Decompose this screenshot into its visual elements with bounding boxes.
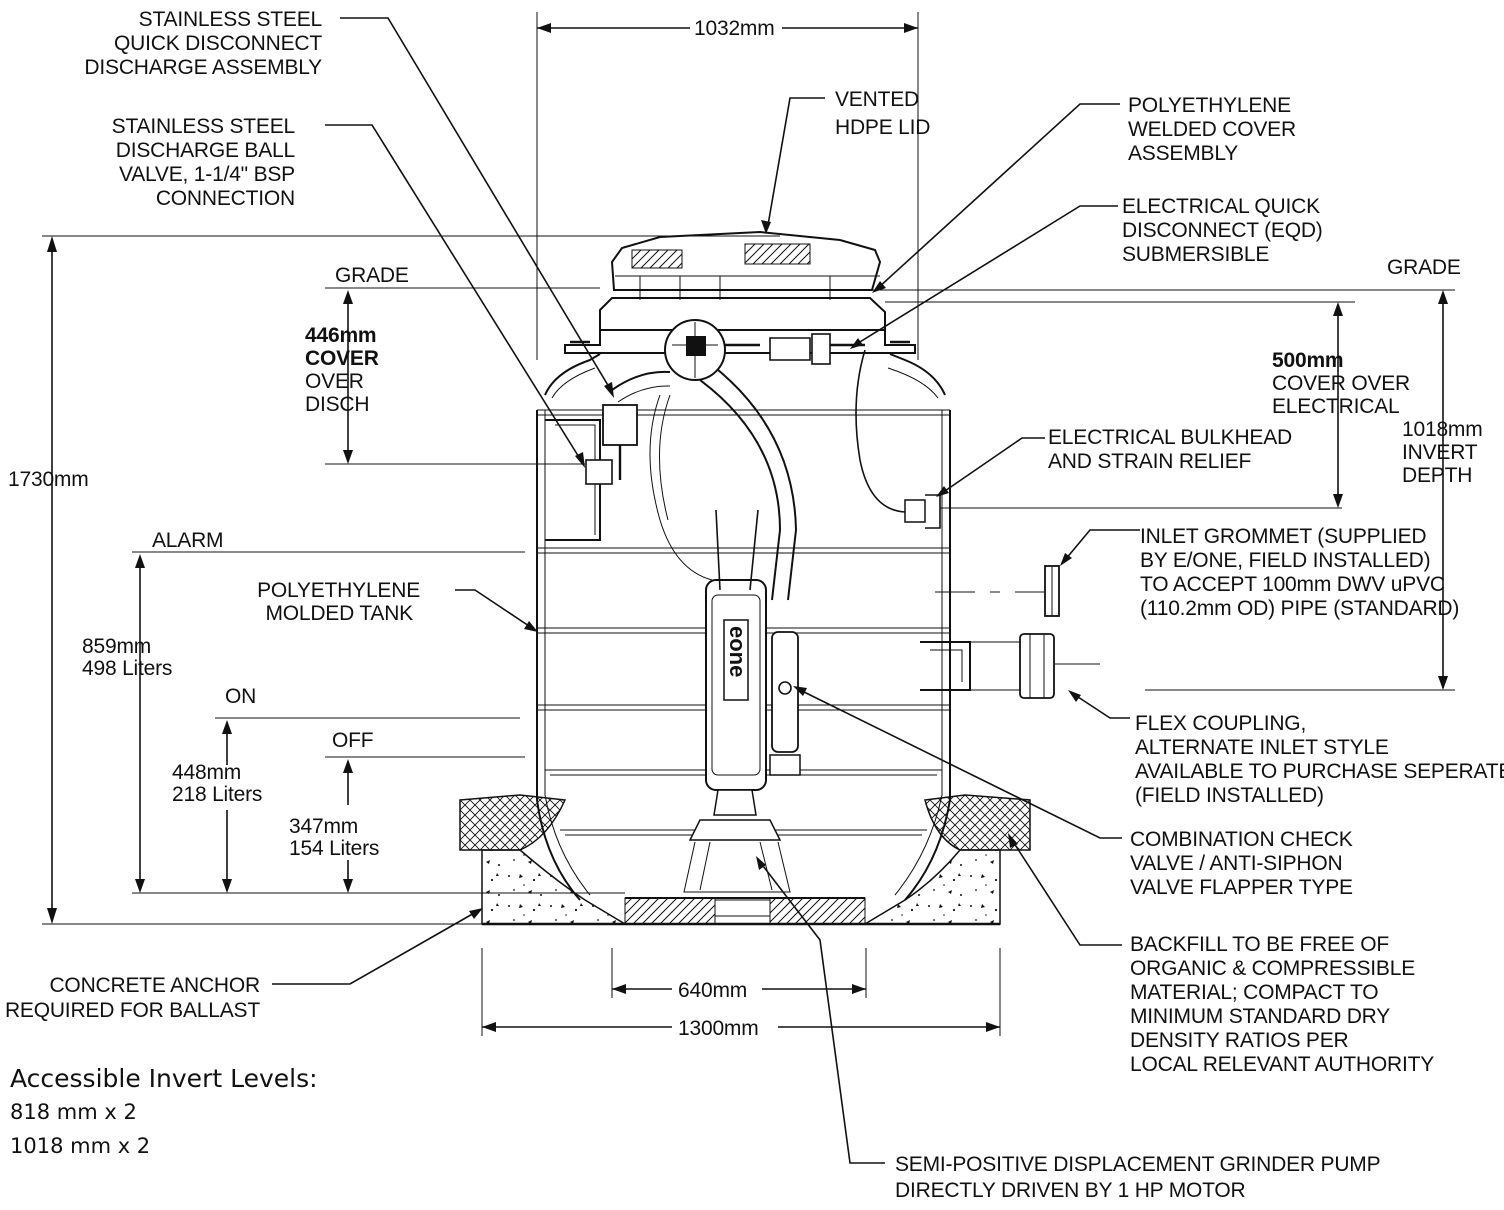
vol-on-mm: 448mm [172,761,241,784]
svg-text:TO ACCEPT 100mm DWV uPVC: TO ACCEPT 100mm DWV uPVC [1140,573,1445,596]
vol-on-liters: 218 Liters [172,783,262,806]
svg-text:INLET GROMMET (SUPPLIED: INLET GROMMET (SUPPLIED [1140,525,1426,548]
svg-text:ORGANIC & COMPRESSIBLE: ORGANIC & COMPRESSIBLE [1130,957,1415,980]
label-stainless-quick: STAINLESS STEEL QUICK DISCONNECT DISCHAR… [84,8,322,79]
svg-text:DIRECTLY DRIVEN BY 1 HP MOTOR: DIRECTLY DRIVEN BY 1 HP MOTOR [895,1179,1246,1202]
vol-alarm-liters: 498 Liters [82,657,172,680]
welded-cover [599,297,886,331]
svg-text:POLYETHYLENE: POLYETHYLENE [1128,94,1291,117]
vol-off-mm: 347mm [289,815,358,838]
svg-text:(110.2mm OD) PIPE (STANDARD): (110.2mm OD) PIPE (STANDARD) [1140,597,1459,620]
label-eqd: ELECTRICAL QUICK DISCONNECT (EQD) SUBMER… [1122,195,1323,266]
svg-text:STAINLESS STEEL: STAINLESS STEEL [139,8,322,31]
svg-text:BACKFILL TO BE FREE OF: BACKFILL TO BE FREE OF [1130,933,1389,956]
annotation-labels: 1032mm 1730mm GRADE GRADE ALARM ON OFF 8… [5,8,1504,1202]
grade-right: GRADE [1387,256,1461,279]
label-flex-coupling: FLEX COUPLING, ALTERNATE INLET STYLE AVA… [1135,712,1504,807]
pump-brand-logo: eone [725,626,750,677]
label-inlet-grommet: INLET GROMMET (SUPPLIED BY E/ONE, FIELD … [1140,525,1459,620]
leader-lines [272,17,1140,1164]
cover-disch-cover: COVER [305,347,379,370]
svg-text:DISCONNECT (EQD): DISCONNECT (EQD) [1122,219,1323,242]
svg-text:(FIELD INSTALLED): (FIELD INSTALLED) [1135,784,1324,807]
backfill-ground [459,794,1031,926]
alarm-label: ALARM [152,529,223,552]
label-poly-cover: POLYETHYLENE WELDED COVER ASSEMBLY [1128,94,1296,165]
label-pump: SEMI-POSITIVE DISPLACEMENT GRINDER PUMP … [895,1153,1381,1202]
invert-depth-invert: INVERT [1402,441,1478,464]
vol-off-liters: 154 Liters [289,837,379,860]
label-poly-tank: POLYETHYLENE MOLDED TANK [257,579,420,625]
cover-disch-over: OVER [305,370,364,393]
svg-text:AVAILABLE TO PURCHASE SEPERATE: AVAILABLE TO PURCHASE SEPERATELY [1135,760,1504,783]
notes-line-1: 818 mm x 2 [10,1100,137,1124]
svg-text:STAINLESS STEEL: STAINLESS STEEL [112,115,295,138]
svg-text:MINIMUM STANDARD DRY: MINIMUM STANDARD DRY [1130,1005,1390,1028]
off-label: OFF [332,729,373,752]
dim-top-width-text: 1032mm [694,17,775,40]
label-stainless-ball: STAINLESS STEEL DISCHARGE BALL VALVE, 1-… [112,115,296,210]
grinder-pump: eone [585,319,941,893]
label-bulkhead: ELECTRICAL BULKHEAD AND STRAIN RELIEF [1048,426,1292,473]
svg-text:VALVE / ANTI-SIPHON: VALVE / ANTI-SIPHON [1130,852,1342,875]
svg-text:REQUIRED FOR BALLAST: REQUIRED FOR BALLAST [5,999,260,1022]
svg-text:ELECTRICAL QUICK: ELECTRICAL QUICK [1122,195,1320,218]
svg-text:SUBMERSIBLE: SUBMERSIBLE [1122,243,1269,266]
svg-text:DISCHARGE BALL: DISCHARGE BALL [116,139,295,162]
svg-text:CONCRETE ANCHOR: CONCRETE ANCHOR [49,974,260,997]
svg-text:MATERIAL; COMPACT TO: MATERIAL; COMPACT TO [1130,981,1378,1004]
vented-lid [610,230,882,291]
svg-text:ASSEMBLY: ASSEMBLY [1128,142,1238,165]
cover-elec-cover: COVER OVER [1272,372,1410,395]
invert-depth-depth: DEPTH [1402,464,1472,487]
svg-text:FLEX COUPLING,: FLEX COUPLING, [1135,712,1306,735]
vol-alarm-mm: 859mm [82,635,151,658]
svg-text:LOCAL RELEVANT AUTHORITY: LOCAL RELEVANT AUTHORITY [1130,1053,1434,1076]
svg-text:VALVE FLAPPER TYPE: VALVE FLAPPER TYPE [1130,876,1353,899]
cover-elec-mm: 500mm [1272,349,1343,372]
invert-depth-mm: 1018mm [1402,418,1483,441]
inlet-parts [935,565,1100,699]
svg-text:DISCHARGE ASSEMBLY: DISCHARGE ASSEMBLY [84,56,322,79]
grade-left: GRADE [335,264,409,287]
svg-text:VALVE, 1-1/4" BSP: VALVE, 1-1/4" BSP [119,163,295,186]
label-concrete: CONCRETE ANCHOR REQUIRED FOR BALLAST [5,974,261,1022]
svg-text:SEMI-POSITIVE DISPLACEMENT GRI: SEMI-POSITIVE DISPLACEMENT GRINDER PUMP [895,1153,1380,1176]
cover-disch-mm: 446mm [305,324,376,347]
svg-text:MOLDED TANK: MOLDED TANK [265,602,413,625]
svg-text:AND STRAIN RELIEF: AND STRAIN RELIEF [1048,450,1251,473]
svg-text:COMBINATION CHECK: COMBINATION CHECK [1130,828,1353,851]
svg-text:ALTERNATE INLET STYLE: ALTERNATE INLET STYLE [1135,736,1389,759]
svg-text:POLYETHYLENE: POLYETHYLENE [257,579,420,602]
label-backfill: BACKFILL TO BE FREE OF ORGANIC & COMPRES… [1130,933,1434,1076]
svg-text:BY E/ONE, FIELD INSTALLED): BY E/ONE, FIELD INSTALLED) [1140,549,1430,572]
cover-disch-disch: DISCH [305,393,369,416]
label-check-valve: COMBINATION CHECK VALVE / ANTI-SIPHON VA… [1130,828,1353,899]
label-vented-lid: VENTED HDPE LID [835,88,930,139]
dim-total-height: 1730mm [8,468,89,491]
svg-text:CONNECTION: CONNECTION [156,187,295,210]
svg-text:HDPE LID: HDPE LID [835,116,930,139]
svg-text:VENTED: VENTED [835,88,919,111]
notes-line-2: 1018 mm x 2 [10,1134,150,1158]
dim-base-outer: 1300mm [678,1017,759,1040]
svg-text:DENSITY RATIOS PER: DENSITY RATIOS PER [1130,1029,1349,1052]
cover-elec-electrical: ELECTRICAL [1272,395,1400,418]
svg-text:WELDED COVER: WELDED COVER [1128,118,1296,141]
svg-text:ELECTRICAL BULKHEAD: ELECTRICAL BULKHEAD [1048,426,1292,449]
svg-text:QUICK DISCONNECT: QUICK DISCONNECT [114,32,322,55]
on-label: ON [225,685,256,708]
dim-base-inner: 640mm [678,979,747,1002]
notes-title: Accessible Invert Levels: [10,1064,318,1093]
invert-notes: Accessible Invert Levels: 818 mm x 2 101… [10,1064,318,1158]
